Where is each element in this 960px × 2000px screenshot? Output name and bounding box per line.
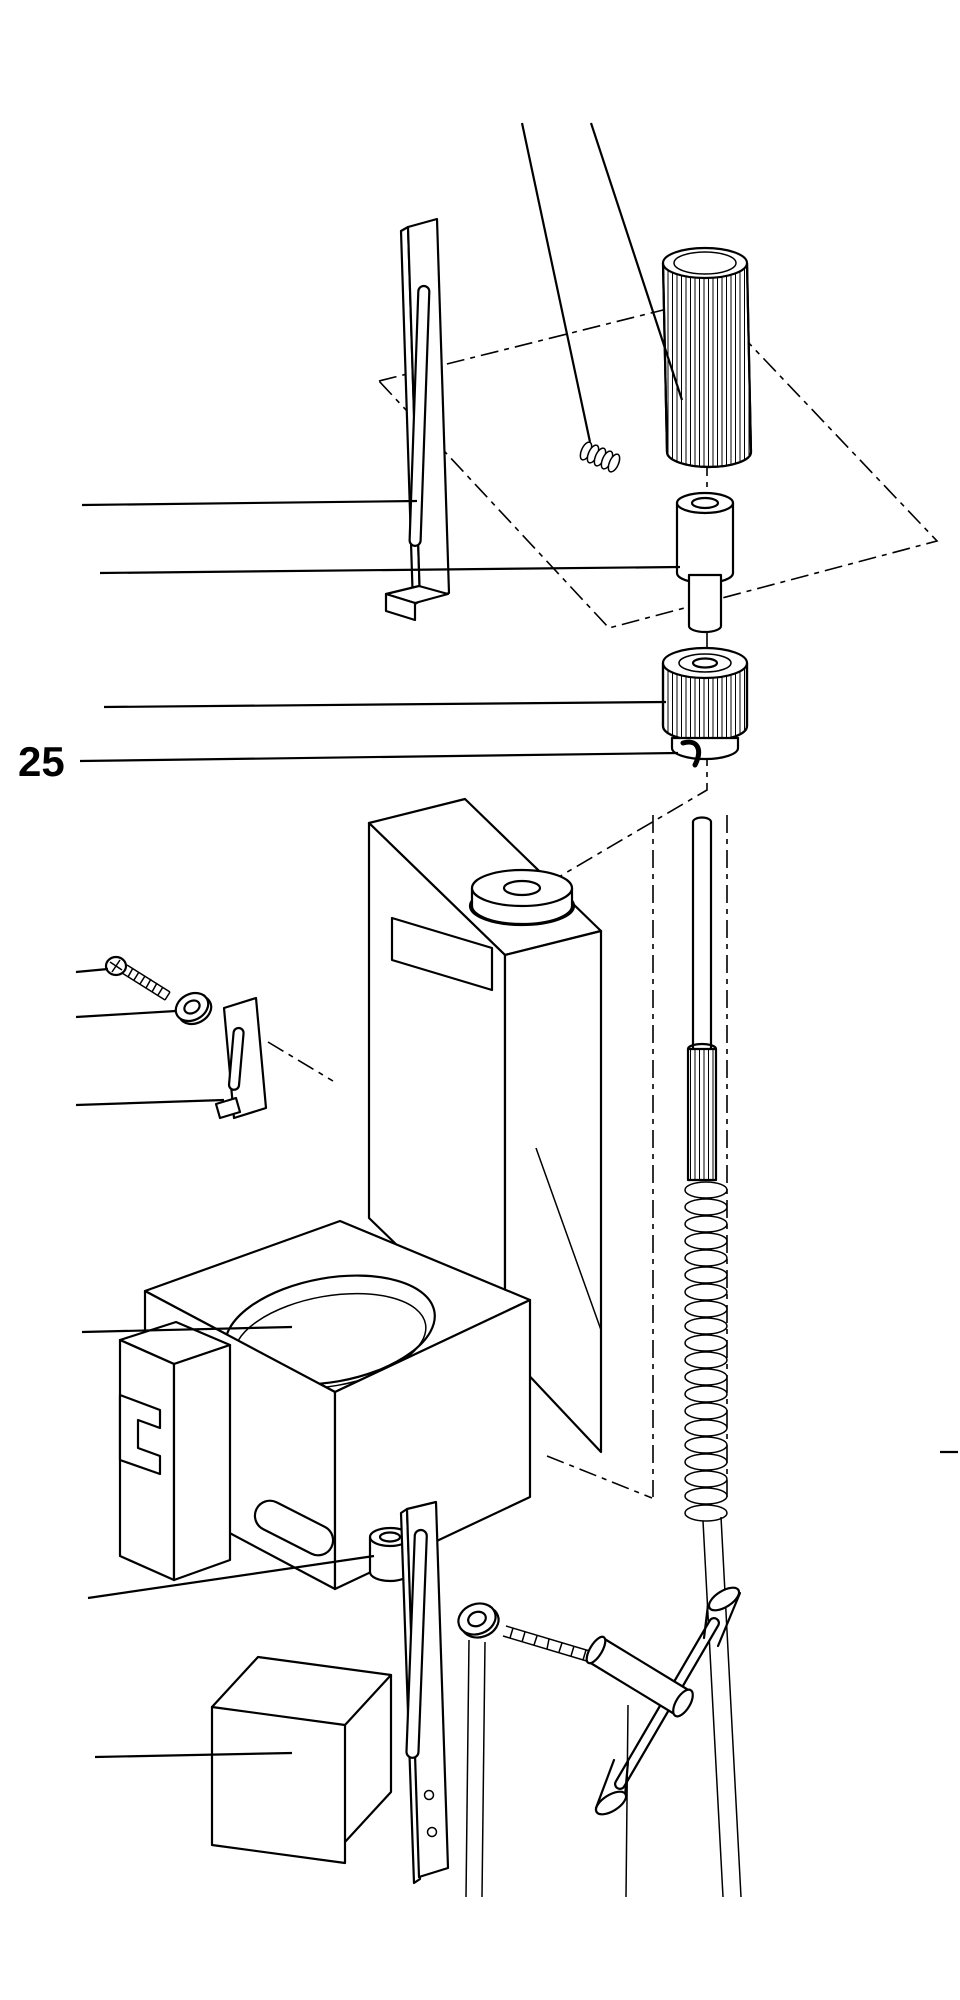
coil-spring	[684, 1181, 728, 1522]
column-boss	[468, 868, 576, 927]
spacer-bushing	[675, 491, 735, 634]
knurled-knob	[661, 246, 753, 469]
guide-column-with-spring	[684, 816, 742, 1898]
washer	[174, 991, 213, 1026]
leader-lines	[75, 122, 958, 1759]
handle-knob-upper	[702, 1586, 742, 1648]
depth-gauge-bar	[384, 217, 451, 622]
crop-reference-lines	[465, 1639, 486, 1898]
retaining-clip	[680, 739, 701, 768]
main-bracket-body	[118, 797, 603, 1591]
callout-25: 25	[18, 738, 65, 785]
label-recess	[390, 916, 494, 992]
clamp-plate	[214, 996, 268, 1120]
pivot-bushing	[368, 1526, 412, 1583]
screw	[104, 955, 171, 1001]
clamp-bolt-t-handle	[502, 1586, 742, 1898]
slotted-bar	[399, 1500, 450, 1885]
detent-spring	[579, 441, 621, 473]
knurled-nut	[661, 646, 749, 761]
clamp-block	[118, 1320, 232, 1582]
washer-2	[457, 1602, 500, 1639]
sheet-metal-bracket	[210, 1655, 393, 1865]
